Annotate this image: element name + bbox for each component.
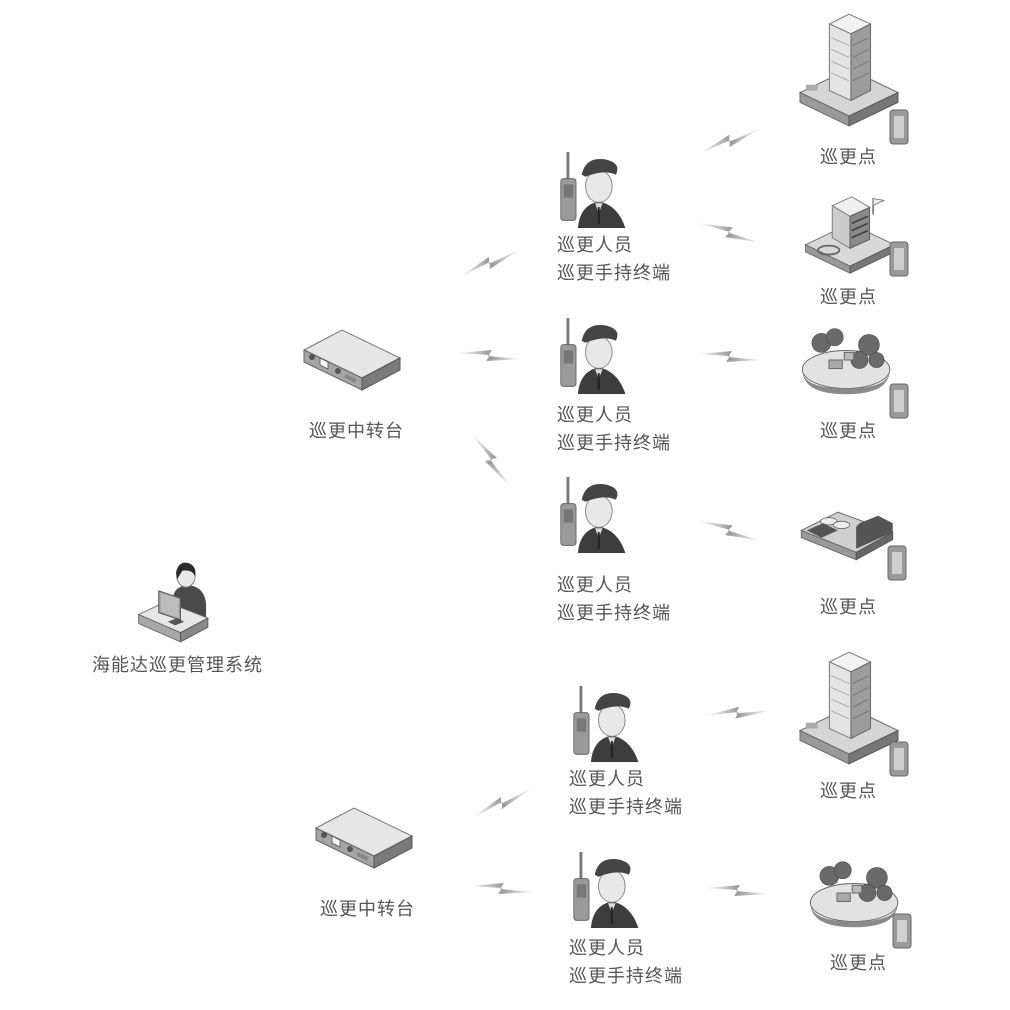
wireless-link-icon [697,220,763,245]
relay-station-label: 巡更中转台 [309,421,404,442]
park-icon [809,861,899,928]
wireless-link-icon [458,350,522,361]
checkpoint-label: 巡更点 [820,287,877,308]
security-guard-radio-icon [559,317,627,395]
wireless-link-icon [697,518,763,543]
wireless-link-icon [698,351,762,362]
guard-label: 巡更人员 [557,575,633,596]
checkpoint-label: 巡更点 [820,147,877,168]
security-guard-radio-icon [559,151,627,229]
wireless-link-icon [470,883,534,894]
patrol-tag-reader-icon [889,109,909,145]
checkpoint-label: 巡更点 [820,781,877,802]
wireless-link-icon [466,432,518,488]
terminal-label: 巡更手持终端 [557,263,671,284]
patrol-tag-reader-icon [889,383,909,419]
security-guard-radio-icon [572,685,640,763]
terminal-label: 巡更手持终端 [569,797,683,818]
school-building-icon [804,195,896,275]
terminal-label: 巡更手持终端 [557,433,671,454]
patrol-tag-reader-icon [889,741,909,777]
patrol-tag-reader-icon [887,545,907,581]
wireless-link-icon [472,780,533,825]
relay-station-icon [303,329,401,391]
operator-workstation-icon [138,562,209,643]
relay-station-label: 巡更中转台 [320,899,415,920]
checkpoint-label: 巡更点 [820,421,877,442]
relay-station-icon [315,807,413,869]
office-tower-icon [799,651,899,765]
security-guard-radio-icon [572,851,640,929]
warehouse-icon [800,511,894,561]
terminal-label: 巡更手持终端 [557,603,671,624]
patrol-tag-reader-icon [892,913,912,949]
park-icon [801,328,891,395]
wireless-link-icon [699,120,762,161]
management-system-label: 海能达巡更管理系统 [92,655,263,676]
guard-label: 巡更人员 [557,235,633,256]
terminal-label: 巡更手持终端 [569,966,683,987]
office-tower-icon [799,13,899,127]
wireless-link-icon [706,885,770,896]
checkpoint-label: 巡更点 [820,597,877,618]
wireless-link-icon [705,701,771,724]
patrol-tag-reader-icon [889,241,909,277]
checkpoint-label: 巡更点 [830,953,887,974]
wireless-link-icon [459,241,521,284]
security-guard-radio-icon [559,476,627,554]
guard-label: 巡更人员 [569,938,645,959]
guard-label: 巡更人员 [557,405,633,426]
guard-label: 巡更人员 [569,769,645,790]
